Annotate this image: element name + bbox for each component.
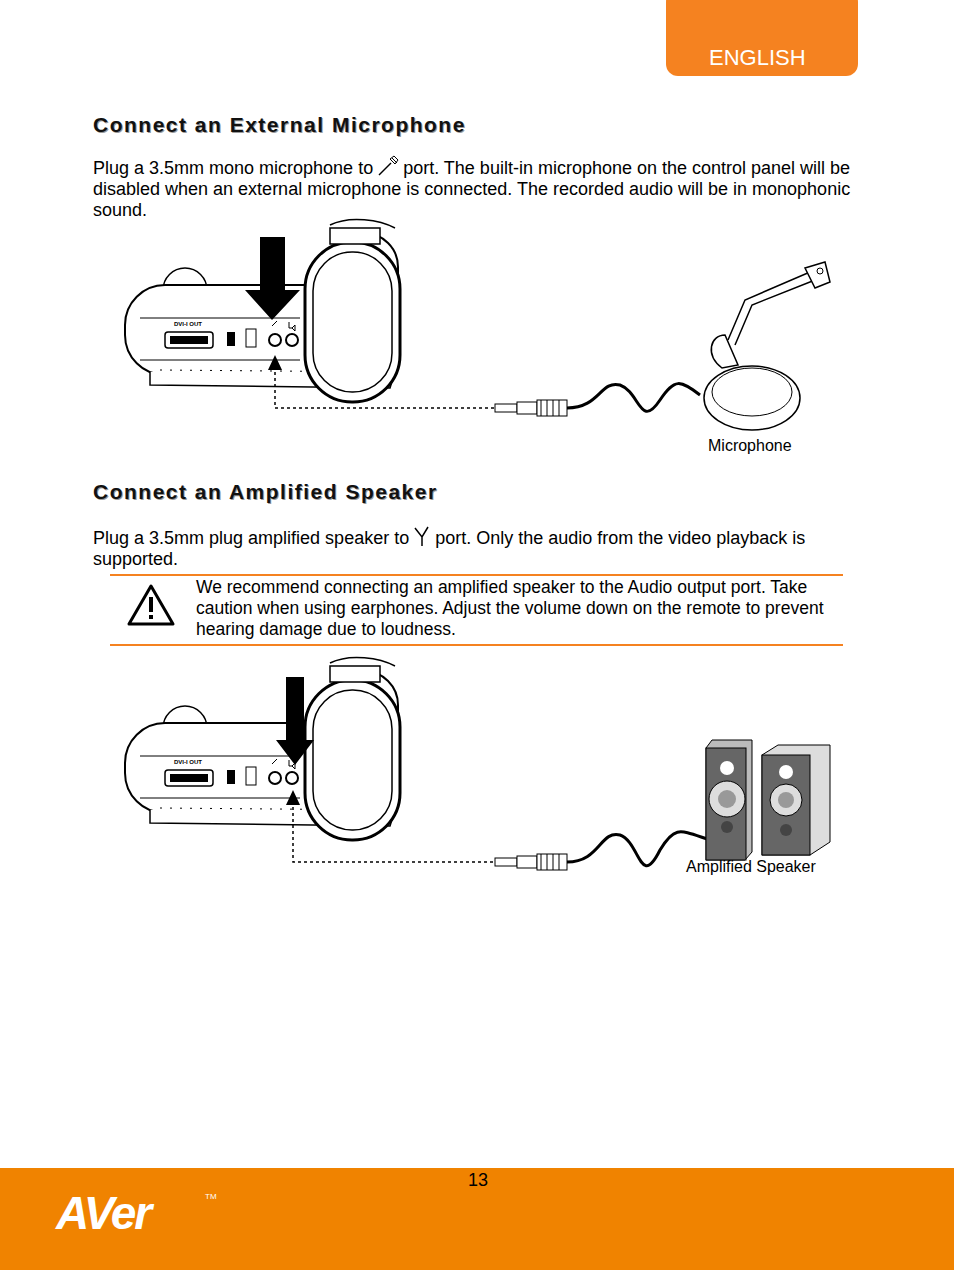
instruction-block: Plug a 3.5mm mono microphone toport. The… (93, 154, 853, 221)
page-number: 13 (468, 1170, 488, 1190)
port-label: DVI-I OUT (174, 759, 202, 765)
part-name: Amplified Speaker (686, 858, 816, 875)
language-tab-label-block: ENGLISH (709, 45, 806, 71)
instruction: Plug a 3.5mm plug amplified speaker to (93, 528, 409, 548)
audio-out-icon (412, 524, 432, 548)
section-heading: Connect an Amplified Speaker (93, 480, 438, 503)
section-heading-block: Connect an Amplified Speaker (93, 480, 438, 504)
port-label-block: DVI-I OUT (174, 759, 202, 765)
trademark-block: TM (205, 1192, 217, 1201)
microphone (704, 366, 800, 430)
caution-note-block: We recommend connecting an amplified spe… (196, 577, 831, 640)
section-heading-block: Connect an External Microphone (93, 113, 466, 137)
port-label: DVI-I OUT (174, 321, 202, 327)
brand-logo-block: AVer (56, 1186, 150, 1240)
device-illustration (125, 657, 400, 840)
port-label-block: DVI-I OUT (174, 321, 202, 327)
caution-note: We recommend connecting an amplified spe… (196, 577, 824, 639)
mic-icon (376, 154, 400, 178)
part-name-block: Amplified Speaker (686, 858, 816, 876)
language-tab (666, 0, 858, 76)
trademark: TM (205, 1192, 217, 1201)
page-number-block: 13 (468, 1170, 488, 1191)
brand-logo: AVer (56, 1187, 150, 1239)
section-heading: Connect an External Microphone (93, 113, 466, 136)
language-tab-label: ENGLISH (709, 45, 806, 70)
insert-arrow (276, 677, 314, 765)
insert-arrow (245, 237, 300, 320)
device-illustration (125, 219, 400, 402)
instruction: Plug a 3.5mm mono microphone to (93, 158, 373, 178)
footer-bar (0, 1168, 954, 1270)
caution-icon (129, 586, 173, 624)
part-name: Microphone (708, 437, 792, 454)
amplified-speaker (706, 740, 830, 860)
instruction-block: Plug a 3.5mm plug amplified speaker topo… (93, 524, 863, 570)
part-name-block: Microphone (708, 437, 792, 455)
